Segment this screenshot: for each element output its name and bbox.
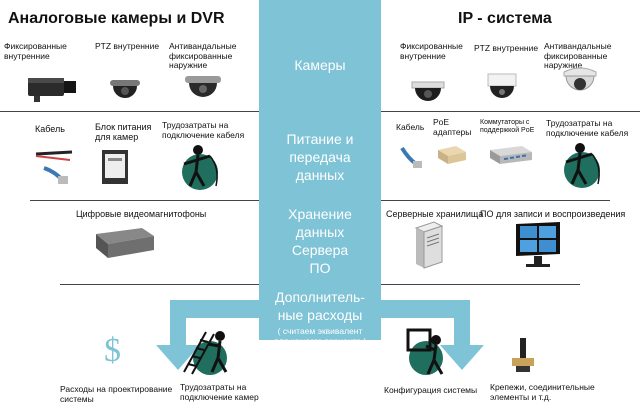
cable-icon	[400, 146, 422, 168]
dome-camera-icon	[185, 76, 221, 97]
separator-3-right	[381, 284, 580, 285]
analog-header: Аналоговые камеры и DVR	[8, 10, 225, 27]
ip-config-label: Конфигурация системы	[384, 385, 478, 395]
separator-1-left	[0, 111, 259, 112]
power-supply-icon	[102, 150, 128, 184]
ip-dome-camera-icon	[411, 81, 445, 101]
analog-dvr-label: Цифровые видеомагнитофоны	[76, 209, 207, 219]
analog-camera-ptz-label: PTZ внутренние	[95, 41, 160, 51]
ip-ptz-camera-icon	[487, 73, 517, 98]
center-band	[259, 0, 381, 300]
separator-1-right	[381, 111, 640, 112]
ip-software-label: ПО для записи и воспроизведения	[480, 209, 626, 219]
ip-server-label: Серверные хранилища	[386, 209, 484, 219]
switch-icon	[490, 146, 532, 164]
ladder-worker-icon	[183, 331, 228, 375]
box-camera-icon	[28, 78, 76, 102]
ip-dome-camera-icon	[563, 67, 597, 91]
poe-adapter-icon	[438, 146, 466, 164]
separator-2-left	[30, 200, 259, 201]
frame-worker-icon	[406, 328, 444, 375]
mount-bracket-icon	[512, 338, 534, 372]
analog-cable-label: Кабель	[35, 124, 65, 134]
separator-2-right	[381, 200, 610, 201]
dvr-icon	[96, 228, 154, 258]
dome-camera-icon	[110, 80, 140, 98]
cable-icon	[35, 150, 73, 184]
dollar-icon: $	[104, 332, 121, 369]
separator-3-left	[60, 284, 259, 285]
server-icon	[414, 221, 444, 269]
ip-header: IP - система	[458, 10, 552, 27]
center-extra: Дополнитель-ные расходы	[275, 289, 365, 323]
center-cameras: Камеры	[294, 57, 346, 73]
ip-camera-ptz-label: PTZ внутренние	[474, 43, 539, 53]
monitor-icon	[516, 222, 560, 267]
worker-icon	[182, 145, 218, 190]
worker-icon	[564, 143, 600, 188]
ip-cable-label: Кабель	[396, 122, 425, 132]
